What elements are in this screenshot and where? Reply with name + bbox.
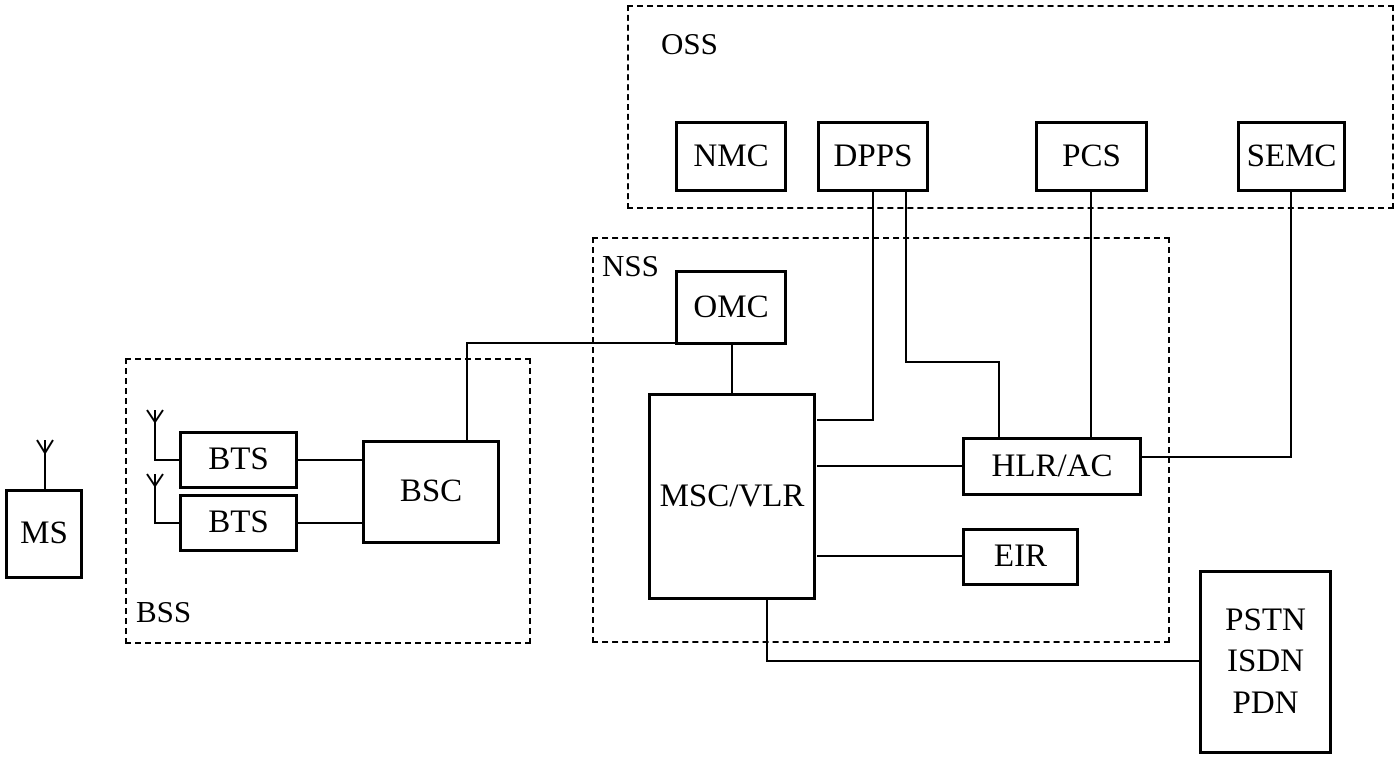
link-dpps-msc [817, 190, 874, 421]
dpps-box: DPPS [817, 121, 929, 192]
bsc-box: BSC [362, 440, 500, 544]
bts1-antenna-feed [154, 420, 180, 461]
nss-label: NSS [602, 248, 659, 283]
bts-box: BTS [179, 431, 298, 489]
ms-box: MS [5, 489, 83, 579]
external-networks-box: PSTN ISDN PDN [1199, 570, 1332, 754]
antenna-icon [36, 439, 54, 455]
pdn-label: PDN [1232, 684, 1299, 721]
pcs-box: PCS [1035, 121, 1148, 192]
pstn-label: PSTN [1225, 602, 1306, 639]
bts-box: BTS [179, 494, 298, 552]
bss-group [125, 358, 531, 644]
link-dpps-hlr [905, 190, 1000, 437]
nmc-box: NMC [675, 121, 787, 192]
nss-group [592, 237, 1170, 643]
semc-box: SEMC [1237, 121, 1346, 192]
link-omc-bsc [466, 342, 677, 441]
hlr-ac-box: HLR/AC [962, 437, 1142, 496]
link-msc-external [766, 598, 1200, 662]
oss-group [627, 5, 1394, 209]
omc-box: OMC [675, 270, 787, 345]
bss-label: BSS [136, 594, 192, 629]
oss-label: OSS [661, 26, 718, 61]
bts2-antenna-feed [154, 484, 180, 524]
eir-box: EIR [962, 528, 1079, 586]
antenna-icon [146, 409, 164, 424]
link-semc-hlr [1141, 190, 1292, 458]
isdn-label: ISDN [1226, 643, 1304, 680]
antenna-icon [146, 473, 164, 488]
msc-vlr-box: MSC/VLR [648, 393, 816, 600]
